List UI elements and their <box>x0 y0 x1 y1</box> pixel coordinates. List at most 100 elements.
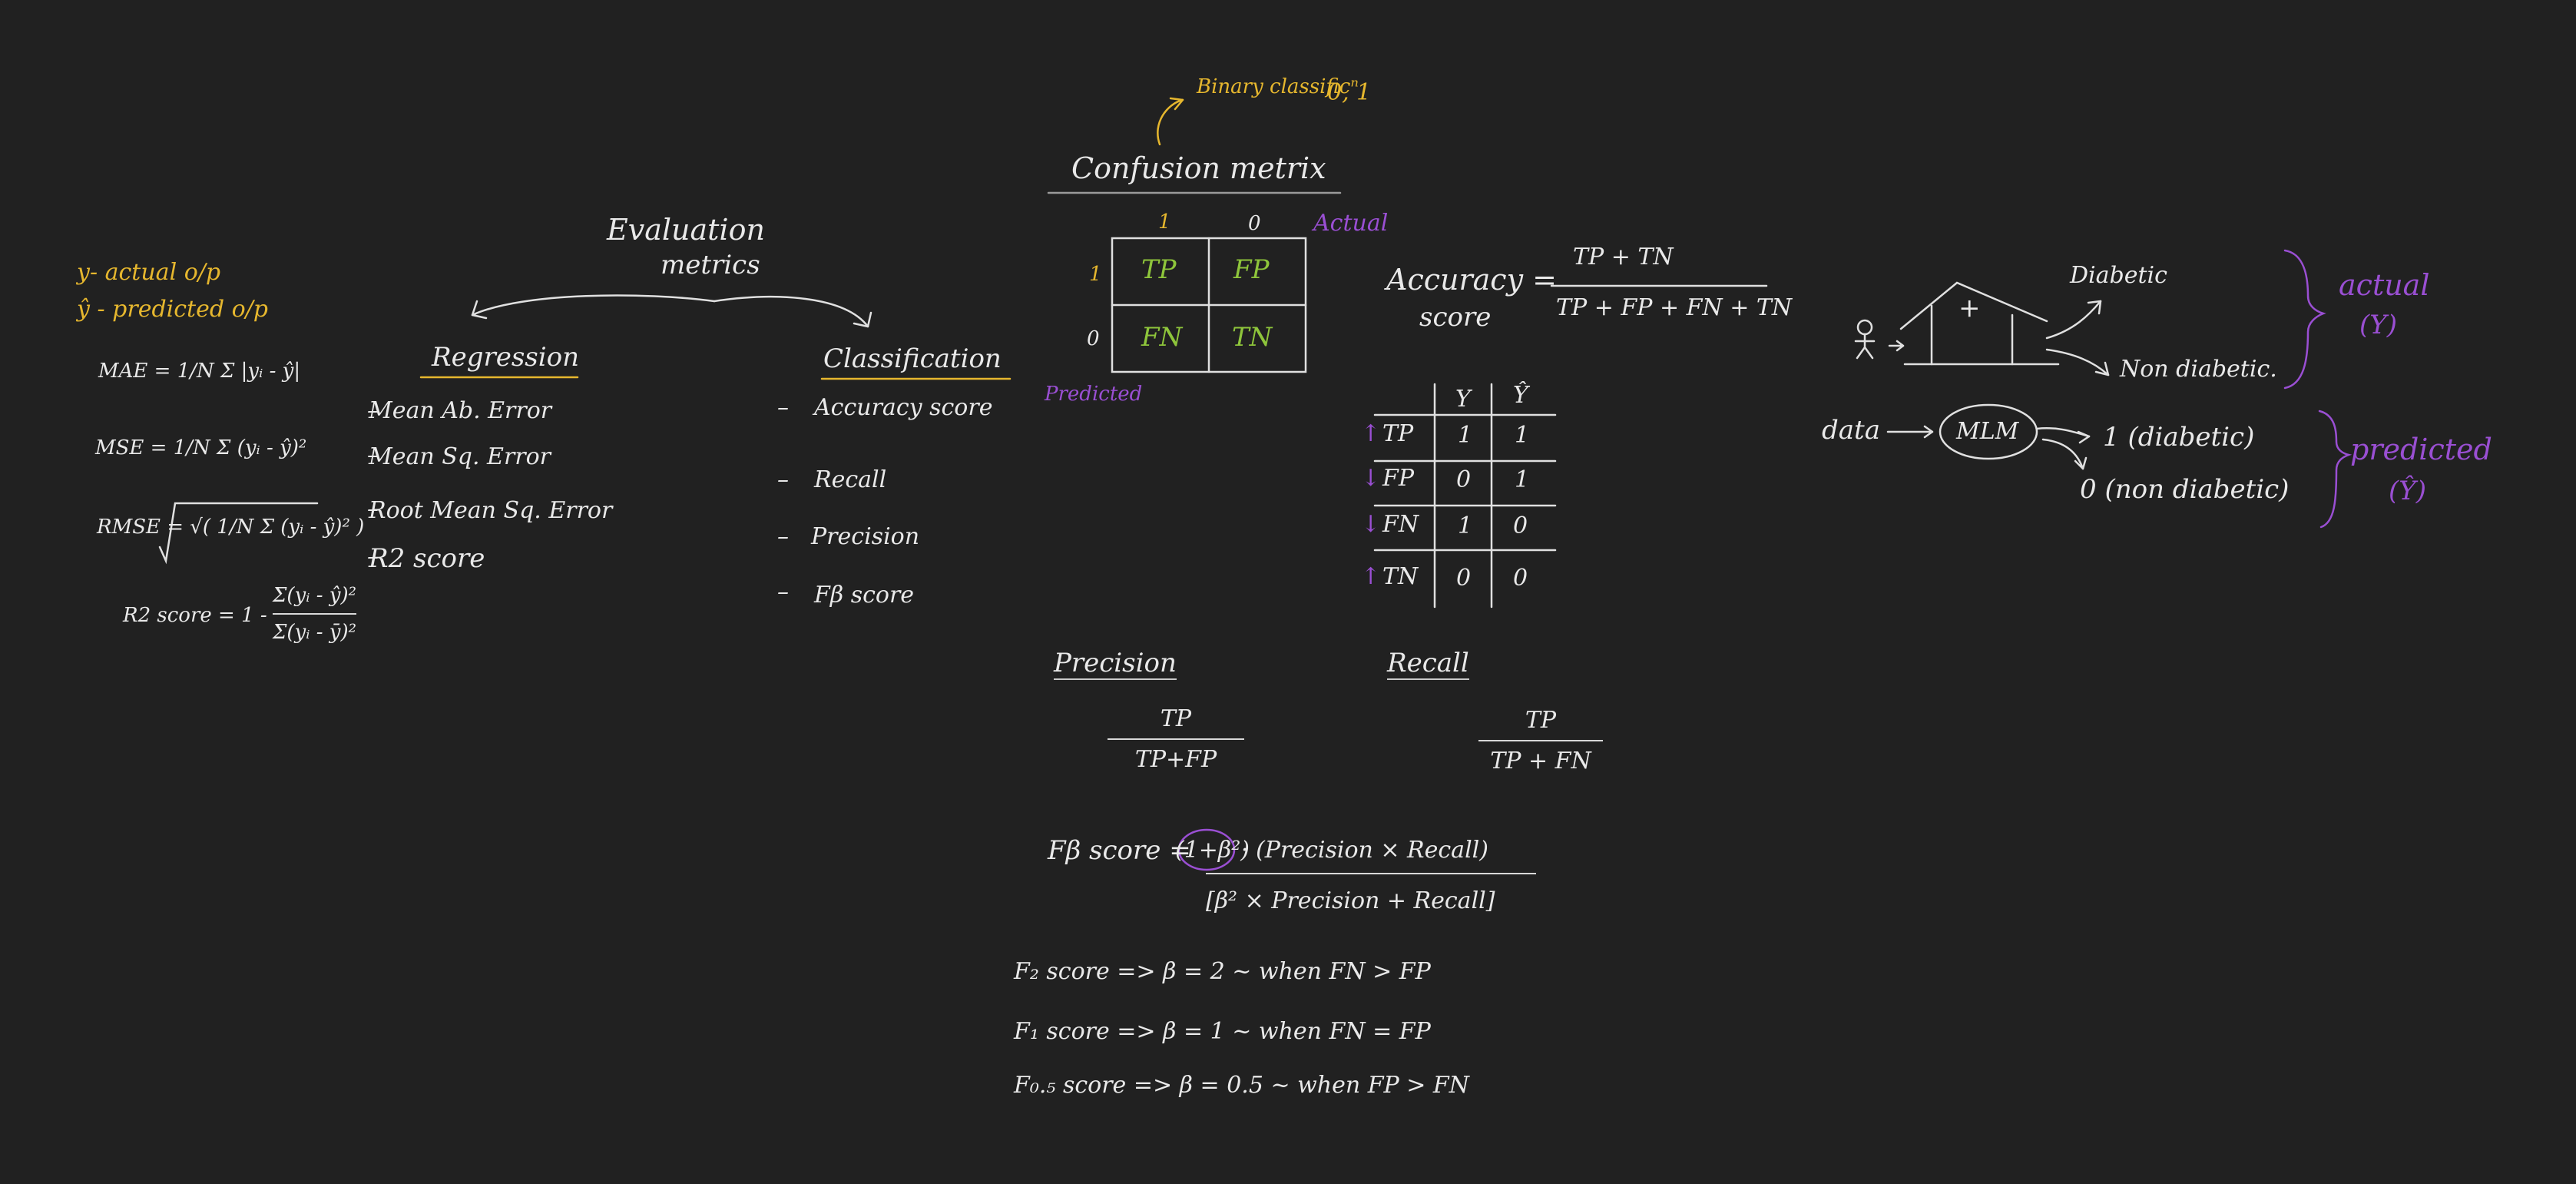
truth-cell: 0 <box>1456 565 1472 592</box>
y-predicted-note: ŷ - predicted o/p <box>77 296 268 323</box>
recall-title: Recall <box>1387 648 1469 680</box>
cell-fn: FN <box>1141 322 1183 353</box>
row-head-1: 1 <box>1089 263 1102 286</box>
precision-denominator: TP+FP <box>1134 746 1217 773</box>
y-actual-note: y- actual o/p <box>77 259 221 286</box>
rmse-sqrt <box>158 502 319 565</box>
precision-fraction: TP TP+FP <box>1108 705 1244 773</box>
tree-arrow-left <box>471 294 716 317</box>
tree-arrow-right <box>713 296 869 328</box>
evaluation-subtitle: metrics <box>661 250 760 280</box>
classification-item: Precision <box>811 523 920 550</box>
regression-item: Mean Ab. Error <box>369 397 552 424</box>
predicted-brace <box>2318 410 2353 529</box>
list-dash: – <box>777 394 789 421</box>
truth-row-name: TP <box>1382 420 1414 447</box>
accuracy-denominator: TP + FP + FN + TN <box>1556 294 1793 321</box>
list-dash: – <box>777 466 789 493</box>
row-head-0: 0 <box>1087 327 1100 350</box>
list-dash: – <box>367 543 379 570</box>
truth-row-name: FN <box>1382 511 1419 538</box>
mlm-oval <box>1939 403 2038 460</box>
truth-arrow: ↓ <box>1361 511 1381 538</box>
accuracy-numerator: TP + TN <box>1573 244 1674 270</box>
list-dash: – <box>367 397 379 424</box>
diabetic-label: Diabetic <box>2070 262 2167 289</box>
fbeta-den: [β² × Precision + Recall] <box>1206 887 1495 914</box>
truth-arrow: ↑ <box>1361 563 1381 590</box>
binary-values: 0, 1 <box>1327 79 1372 106</box>
accuracy-label-score: score <box>1419 302 1492 333</box>
fbeta-lhs: Fβ score = <box>1048 835 1191 866</box>
data-label: data <box>1822 415 1880 446</box>
col-head-0: 0 <box>1248 212 1261 235</box>
precision-title: Precision <box>1054 648 1177 680</box>
house-roof <box>1899 281 2048 330</box>
mae-formula: MAE = 1/N Σ |yᵢ - ŷ| <box>98 360 301 383</box>
truth-cell: 0 <box>1456 466 1472 493</box>
f1-rule: F₁ score => β = 1 ~ when FN = FP <box>1014 1018 1431 1045</box>
truth-cell: 1 <box>1515 466 1530 493</box>
regression-item: R2 score <box>369 543 485 574</box>
recall-fraction: TP TP + FN <box>1478 707 1603 774</box>
regression-heading: Regression <box>432 342 579 373</box>
tree-arrow-right-head <box>853 311 872 328</box>
person-icon <box>1856 319 1873 336</box>
r2-fraction: Σ(yᵢ - ŷ)² Σ(yᵢ - ȳ)² <box>273 584 357 644</box>
truth-row-name: FP <box>1382 465 1415 492</box>
classification-heading: Classification <box>823 343 1002 374</box>
list-dash: – <box>367 496 379 522</box>
tree-arrow-left-head <box>471 300 488 320</box>
col-head-1: 1 <box>1158 211 1171 234</box>
binary-note-arrow <box>1157 98 1184 146</box>
cell-tn: TN <box>1232 322 1273 353</box>
mse-formula: MSE = 1/N Σ (yᵢ - ŷ)² <box>95 436 307 459</box>
predicted-label: Predicted <box>1045 383 1143 406</box>
fbeta-num-a: (1+β²) <box>1175 837 1250 864</box>
fbeta-circle <box>1177 828 1236 871</box>
r2-bar <box>273 613 357 615</box>
classification-item: Accuracy score <box>814 394 993 421</box>
truth-cell: 1 <box>1458 512 1473 539</box>
truth-arrow: ↓ <box>1361 465 1381 492</box>
r2-numerator: Σ(yᵢ - ŷ)² <box>273 584 357 607</box>
recall-numerator: TP <box>1525 707 1557 734</box>
regression-item: Mean Sq. Error <box>369 443 551 470</box>
truth-arrow: ↑ <box>1361 420 1381 447</box>
truth-head-y: Y <box>1455 386 1471 413</box>
list-dash: – <box>777 523 789 550</box>
r2-denominator: Σ(yᵢ - ȳ)² <box>273 621 357 644</box>
classification-item: Recall <box>814 466 887 493</box>
list-dash: – <box>777 579 789 605</box>
cell-tp: TP <box>1141 254 1177 285</box>
accuracy-label: Accuracy = <box>1386 263 1557 297</box>
non-diabetic-label: Non diabetic. <box>2120 356 2277 383</box>
classification-item: Fβ score <box>814 582 915 609</box>
truth-cell: 1 <box>1458 422 1473 449</box>
actual-label: Actual <box>1313 210 1389 237</box>
evaluation-title: Evaluation <box>607 213 765 247</box>
actual-symbol: (Y) <box>2359 310 2397 340</box>
confusion-title: Confusion metrix <box>1071 151 1326 185</box>
r2-label: R2 score = 1 - <box>123 604 267 627</box>
output-diabetic: 1 (diabetic) <box>2103 422 2255 453</box>
truth-cell: 0 <box>1513 565 1528 592</box>
truth-head-yhat: Ŷ <box>1513 382 1528 409</box>
output-non-diabetic: 0 (non diabetic) <box>2080 474 2290 505</box>
regression-item: Root Mean Sq. Error <box>369 497 613 524</box>
mlm-label: MLM <box>1956 418 2019 445</box>
truth-cell: 0 <box>1513 512 1528 539</box>
truth-row-name: TN <box>1382 563 1419 590</box>
list-dash: – <box>367 442 379 469</box>
f05-rule: F₀.₅ score => β = 0.5 ~ when FP > FN <box>1014 1072 1469 1099</box>
fbeta-bar <box>1206 873 1536 874</box>
recall-denominator: TP + FN <box>1490 748 1591 774</box>
rmse-formula: RMSE = √( 1/N Σ (yᵢ - ŷ)² ) <box>97 516 365 539</box>
predicted-note: predicted <box>2350 433 2492 466</box>
house-plus: + <box>1958 293 1981 323</box>
f2-rule: F₂ score => β = 2 ~ when FN > FP <box>1014 958 1431 985</box>
predicted-symbol: (Ŷ) <box>2389 476 2426 506</box>
precision-numerator: TP <box>1160 705 1192 732</box>
actual-note: actual <box>2339 268 2430 302</box>
